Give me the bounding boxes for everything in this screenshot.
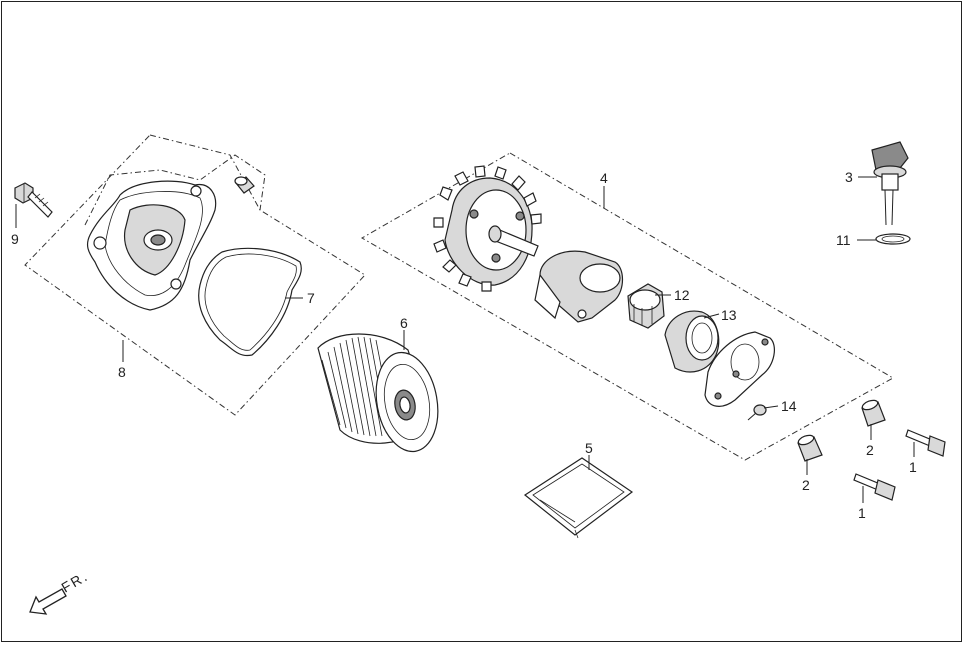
- callout-1a: 1: [909, 459, 917, 475]
- callout-1b: 1: [858, 505, 866, 521]
- callout-14: 14: [781, 398, 797, 414]
- callout-13: 13: [721, 307, 737, 323]
- group-outline-8: [24, 134, 366, 416]
- filter-cover-part-8: [86, 180, 217, 311]
- front-arrow-icon: [29, 588, 67, 615]
- callout-5: 5: [585, 440, 593, 456]
- callout-2a: 2: [866, 442, 874, 458]
- front-direction-indicator: FR.: [29, 567, 92, 615]
- front-direction-label: FR.: [59, 567, 92, 595]
- group-outline-4: [360, 152, 895, 461]
- callout-11: 11: [836, 232, 851, 248]
- oil-filter-part-6: [317, 333, 439, 453]
- leader-lines: [15, 176, 915, 503]
- callout-7: 7: [307, 290, 315, 306]
- small-cap-part: [234, 176, 255, 194]
- outer-rotor-part-13: [664, 310, 720, 373]
- callout-3: 3: [845, 169, 853, 185]
- callout-8: 8: [118, 364, 126, 380]
- callout-6: 6: [400, 315, 408, 331]
- bolt-part-1a: [905, 429, 946, 457]
- group-outline-8-inner: [84, 154, 266, 226]
- dowel-pin-part-2a: [861, 399, 886, 427]
- pump-body-part: [534, 250, 624, 323]
- callout-4: 4: [600, 170, 608, 186]
- screw-part-14: [747, 404, 767, 421]
- bolt-part-1b: [853, 473, 896, 501]
- bolt-part-9: [14, 182, 53, 218]
- washer-part-11: [875, 233, 911, 245]
- dipstick-part-3: [871, 141, 909, 226]
- callout-12: 12: [674, 287, 690, 303]
- oil-strainer-part-5: [523, 457, 634, 539]
- drive-gear-part-4: [433, 165, 542, 292]
- o-ring-part-7: [198, 247, 302, 357]
- callout-2b: 2: [802, 477, 810, 493]
- pump-cover-plate: [704, 331, 776, 407]
- dowel-pin-part-2b: [797, 434, 823, 462]
- callout-9: 9: [11, 231, 19, 247]
- inner-rotor-part-12: [627, 283, 665, 329]
